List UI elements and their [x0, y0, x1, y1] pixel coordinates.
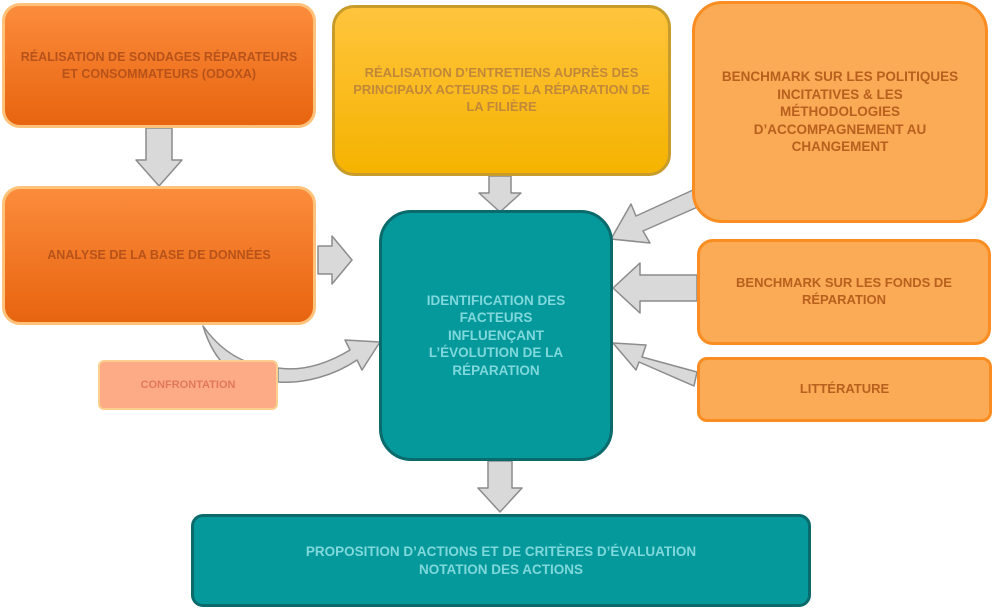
arrow-sondages-to-analyse — [135, 127, 183, 187]
arrow-politiques-to-identification — [610, 189, 701, 244]
node-sondages-label: Réalisation de sondages réparateurs et c… — [20, 50, 298, 81]
node-entretiens: Réalisation d’entretiens auprès des prin… — [332, 5, 671, 176]
node-benchmark-fonds: Benchmark sur les fonds de réparation — [697, 239, 991, 345]
node-proposition-line1: Proposition d’actions et de critères d’é… — [305, 543, 697, 559]
node-proposition-line2: Notation des actions — [419, 561, 583, 577]
node-identification-label: Identification des facteurs influençant … — [426, 292, 566, 378]
node-proposition: Proposition d’actions et de critères d’é… — [191, 514, 811, 607]
node-benchmark-politiques-label: Benchmark sur les politiques incitatives… — [721, 69, 959, 155]
arrow-fonds-to-identification — [612, 262, 698, 314]
node-litterature: Littérature — [697, 357, 992, 422]
node-litterature-label: Littérature — [799, 381, 890, 397]
node-entretiens-label: Réalisation d’entretiens auprès des prin… — [353, 65, 650, 114]
arrow-analyse-to-identification — [317, 235, 353, 285]
node-identification: Identification des facteurs influençant … — [379, 210, 613, 461]
node-analyse: Analyse de la base de données — [2, 186, 316, 325]
node-sondages: Réalisation de sondages réparateurs et c… — [2, 3, 316, 128]
arrow-confrontation-to-identification — [277, 339, 381, 384]
node-benchmark-fonds-label: Benchmark sur les fonds de réparation — [736, 275, 952, 307]
node-confrontation: Confrontation — [98, 360, 278, 410]
arrow-litterature-to-identification — [612, 342, 698, 387]
arrow-entretiens-to-identification — [478, 175, 522, 213]
node-analyse-label: Analyse de la base de données — [47, 248, 271, 263]
node-benchmark-politiques: Benchmark sur les politiques incitatives… — [692, 1, 988, 223]
node-confrontation-label: Confrontation — [140, 378, 236, 391]
arrow-identification-to-proposition — [477, 460, 523, 513]
